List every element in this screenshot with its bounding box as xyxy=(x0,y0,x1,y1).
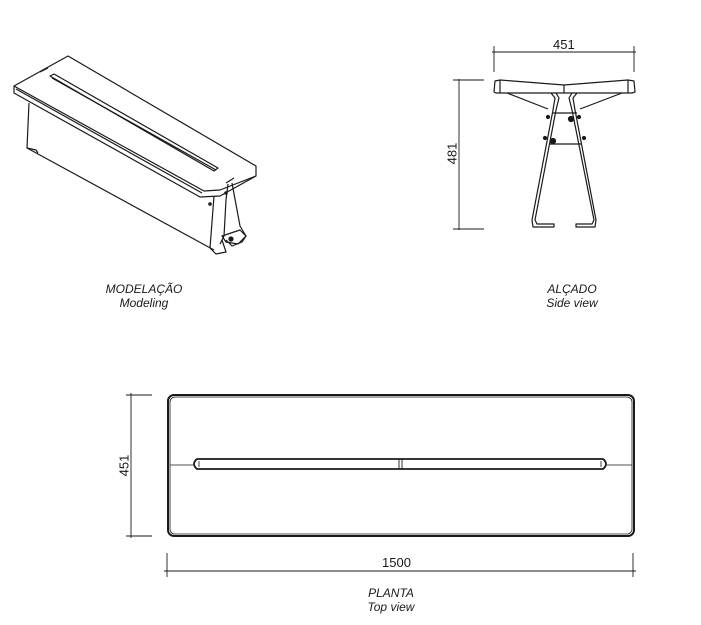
isometric-bench-model xyxy=(13,55,257,255)
top-width-dimension: 451 xyxy=(116,454,132,477)
top-view-dimensions xyxy=(126,393,636,577)
side-view-caption: ALÇADO Side view xyxy=(522,282,622,310)
top-view-drawing xyxy=(167,394,635,537)
side-width-dimension: 451 xyxy=(553,37,575,52)
top-length-dimension: 1500 xyxy=(382,555,411,570)
side-view-dimensions xyxy=(453,46,636,230)
top-view-caption: PLANTA Top view xyxy=(341,586,441,614)
side-view-drawing xyxy=(493,79,636,228)
side-view-title: ALÇADO xyxy=(547,282,597,296)
modeling-caption: MODELAÇÃO Modeling xyxy=(94,282,194,310)
modeling-title: MODELAÇÃO xyxy=(105,282,183,296)
top-view-subtitle: Top view xyxy=(367,600,415,614)
side-view-subtitle: Side view xyxy=(546,296,598,310)
modeling-subtitle: Modeling xyxy=(119,296,169,310)
side-height-dimension: 481 xyxy=(444,142,460,165)
top-view-title: PLANTA xyxy=(368,586,414,600)
